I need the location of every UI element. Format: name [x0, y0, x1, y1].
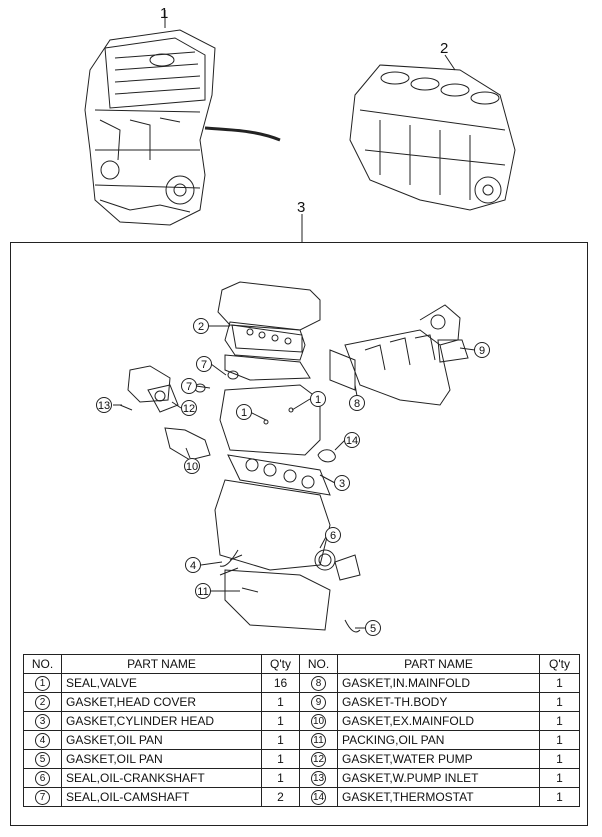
- reference-bubble-label: 9: [479, 345, 485, 357]
- table-row: 5 GASKET,OIL PAN 1 12 GASKET,WATER PUMP …: [23, 749, 580, 769]
- part-name-cell: SEAL,VALVE: [61, 673, 262, 693]
- part-number-badge: 13: [311, 771, 326, 786]
- qty-cell: 1: [261, 692, 300, 712]
- part-name-cell: SEAL,OIL-CRANKSHAFT: [61, 768, 262, 788]
- part-name-cell: GASKET,CYLINDER HEAD: [61, 711, 262, 731]
- parts-list-table: NO. PART NAME Q'ty NO. PART NAME Q'ty 1 …: [23, 654, 580, 807]
- qty-cell: 1: [539, 787, 580, 807]
- reference-bubble-8: 8: [349, 395, 365, 411]
- qty-cell: 1: [261, 749, 300, 769]
- reference-bubble-label: 1: [315, 394, 321, 406]
- part-name-cell: SEAL,OIL-CAMSHAFT: [61, 787, 262, 807]
- part-name-cell: PACKING,OIL PAN: [337, 730, 540, 750]
- reference-bubble-label: 14: [346, 435, 358, 447]
- reference-bubble-label: 11: [197, 586, 208, 598]
- part-name-cell: GASKET,HEAD COVER: [61, 692, 262, 712]
- qty-cell: 1: [261, 730, 300, 750]
- table-row: 1 SEAL,VALVE 16 8 GASKET,IN.MAINFOLD 1: [23, 673, 580, 693]
- reference-bubble-label: 7: [186, 381, 192, 393]
- header-qty-right: Q'ty: [539, 654, 580, 674]
- engine-assembly-illustration: [84, 10, 281, 226]
- header-no-left: NO.: [23, 654, 62, 674]
- reference-bubble-14: 14: [344, 432, 360, 448]
- reference-bubble-11: 11: [195, 583, 211, 599]
- part-number-badge: 10: [311, 714, 326, 729]
- reference-bubble-label: 4: [190, 560, 196, 572]
- reference-bubble-6: 6: [325, 527, 341, 543]
- reference-bubble-10: 10: [184, 458, 200, 474]
- part-name-cell: GASKET,THERMOSTAT: [337, 787, 540, 807]
- table-row: 7 SEAL,OIL-CAMSHAFT 2 14 GASKET,THERMOST…: [23, 787, 580, 807]
- reference-bubble-label: 10: [186, 461, 198, 473]
- reference-bubble-label: 5: [370, 623, 376, 635]
- reference-bubble-7: 7: [196, 356, 212, 372]
- reference-bubble-9: 9: [474, 342, 490, 358]
- qty-cell: 1: [261, 711, 300, 731]
- qty-cell: 1: [539, 768, 580, 788]
- reference-bubble-label: 6: [330, 530, 336, 542]
- reference-bubble-12: 12: [181, 400, 197, 416]
- reference-bubble-5: 5: [365, 620, 381, 636]
- qty-cell: 1: [539, 730, 580, 750]
- part-number-badge: 7: [35, 790, 50, 805]
- callout-gasket-kit: 3: [297, 199, 305, 216]
- table-row: 3 GASKET,CYLINDER HEAD 1 10 GASKET,EX.MA…: [23, 711, 580, 731]
- reference-bubble-1: 1: [236, 404, 252, 420]
- part-number-badge: 3: [35, 714, 50, 729]
- reference-bubble-label: 13: [98, 400, 110, 412]
- qty-cell: 1: [539, 673, 580, 693]
- qty-cell: 2: [261, 787, 300, 807]
- gasket-kit-frame: [10, 242, 588, 826]
- header-no-right: NO.: [299, 654, 338, 674]
- part-name-cell: GASKET,EX.MAINFOLD: [337, 711, 540, 731]
- callout-engine-assy: 1: [160, 5, 168, 22]
- reference-bubble-label: 12: [183, 403, 195, 415]
- reference-bubble-label: 7: [201, 359, 207, 371]
- part-name-cell: GASKET,OIL PAN: [61, 730, 262, 750]
- part-name-cell: GASKET,IN.MAINFOLD: [337, 673, 540, 693]
- part-number-badge: 8: [311, 676, 326, 691]
- reference-bubble-7: 7: [181, 378, 197, 394]
- reference-bubble-3: 3: [334, 475, 350, 491]
- part-number-badge: 14: [311, 790, 326, 805]
- reference-bubble-13: 13: [96, 397, 112, 413]
- reference-bubble-label: 8: [354, 398, 360, 410]
- qty-cell: 1: [539, 749, 580, 769]
- gasket-kit-illustration: [113, 281, 476, 633]
- reference-bubble-1: 1: [310, 391, 326, 407]
- part-number-badge: 6: [35, 771, 50, 786]
- part-number-badge: 5: [35, 752, 50, 767]
- part-number-badge: 11: [311, 733, 326, 748]
- reference-bubble-label: 2: [198, 321, 204, 333]
- reference-bubble-label: 3: [339, 478, 345, 490]
- part-number-badge: 9: [311, 695, 326, 710]
- header-part-name-left: PART NAME: [61, 654, 262, 674]
- reference-bubble-4: 4: [185, 557, 201, 573]
- part-number-badge: 2: [35, 695, 50, 710]
- reference-bubble-2: 2: [193, 318, 209, 334]
- callout-short-block: 2: [440, 40, 448, 57]
- part-number-badge: 1: [35, 676, 50, 691]
- qty-cell: 1: [539, 711, 580, 731]
- part-name-cell: GASKET,OIL PAN: [61, 749, 262, 769]
- header-part-name-right: PART NAME: [337, 654, 540, 674]
- table-row: 2 GASKET,HEAD COVER 1 9 GASKET-TH.BODY 1: [23, 692, 580, 712]
- qty-cell: 16: [261, 673, 300, 693]
- part-number-badge: 12: [311, 752, 326, 767]
- qty-cell: 1: [539, 692, 580, 712]
- part-name-cell: GASKET,WATER PUMP: [337, 749, 540, 769]
- short-block-illustration: [349, 54, 516, 211]
- part-name-cell: GASKET-TH.BODY: [337, 692, 540, 712]
- table-row: 4 GASKET,OIL PAN 1 11 PACKING,OIL PAN 1: [23, 730, 580, 750]
- table-row: 6 SEAL,OIL-CRANKSHAFT 1 13 GASKET,W.PUMP…: [23, 768, 580, 788]
- reference-bubble-label: 1: [241, 407, 247, 419]
- header-qty-left: Q'ty: [261, 654, 300, 674]
- qty-cell: 1: [261, 768, 300, 788]
- table-header-row: NO. PART NAME Q'ty NO. PART NAME Q'ty: [23, 654, 580, 674]
- part-name-cell: GASKET,W.PUMP INLET: [337, 768, 540, 788]
- part-number-badge: 4: [35, 733, 50, 748]
